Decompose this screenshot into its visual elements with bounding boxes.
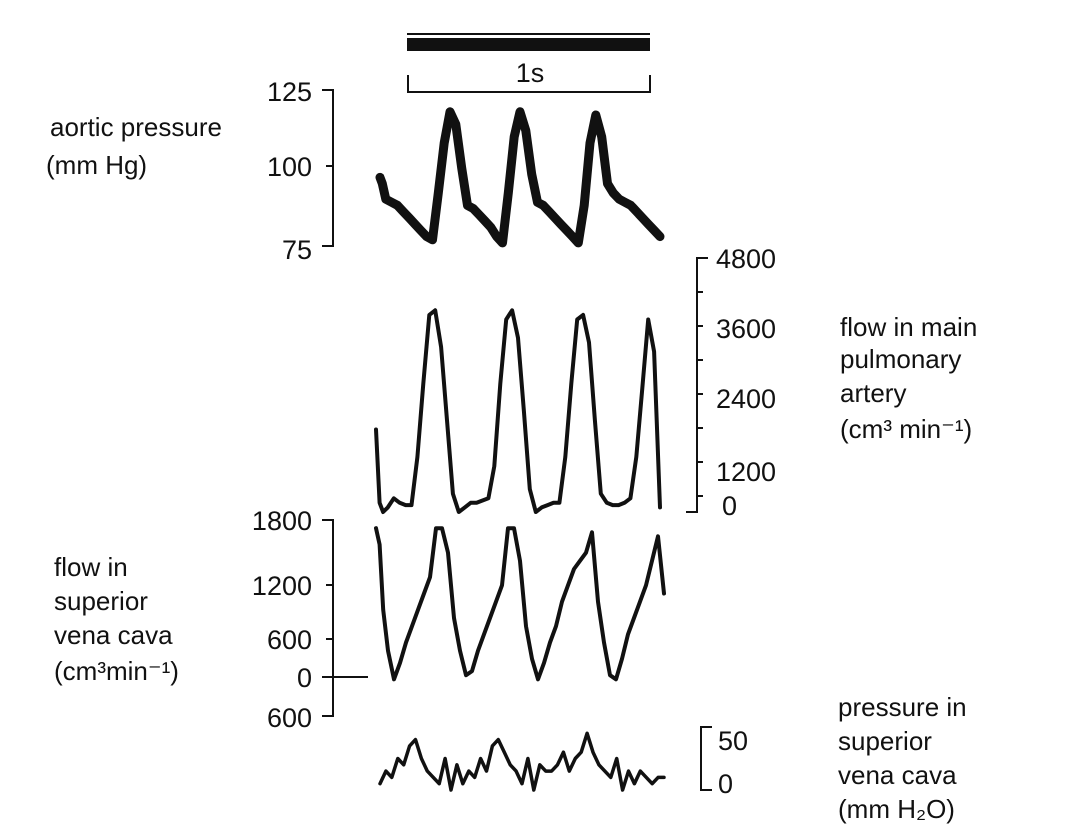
svc-flow-axis (322, 519, 368, 717)
pulmonary-flow-axis (686, 257, 708, 513)
svc-pressure-axis (700, 726, 712, 791)
pulmonary-y-tick-label: 0 (722, 491, 737, 521)
svc-flow-title-line: superior (54, 586, 148, 616)
time-scale-bracket (407, 75, 651, 93)
aortic-title-line: aortic pressure (50, 112, 222, 142)
aortic-pressure-trace (375, 107, 665, 248)
svc-pressure-title-line: vena cava (838, 760, 957, 790)
pulmonary-title-line: pulmonary (840, 344, 961, 374)
svc-flow-title-line: flow in (54, 552, 128, 582)
svc-pressure-title-line: superior (838, 726, 932, 756)
time-scale: 1s (407, 33, 651, 93)
svc-pressure-title-line: pressure in (838, 692, 967, 722)
pulmonary-flow-panel: 4800 3600 2400 1200 0 flow in main pulmo… (374, 244, 977, 521)
svc-flow-trace (374, 526, 666, 682)
pulmonary-flow-trace (374, 308, 662, 514)
svc-flow-y-tick-label: 600 (267, 703, 312, 733)
pulmonary-y-tick-label: 4800 (716, 244, 776, 274)
svc-pressure-title-line: (mm H₂O) (838, 794, 955, 824)
aortic-y-tick-label: 100 (267, 152, 312, 182)
svc-pressure-trace (378, 731, 666, 792)
svc-pressure-panel: 50 0 pressure in superior vena cava (mm … (378, 692, 967, 824)
svc-flow-panel: 1800 1200 600 0 600 flow in superior ven… (54, 506, 666, 733)
svc-pressure-y-tick-label: 50 (718, 726, 748, 756)
pulmonary-y-tick-label: 2400 (716, 384, 776, 414)
pulmonary-title-line: flow in main (840, 312, 977, 342)
aortic-pressure-panel: 125 100 75 aortic pressure (mm Hg) (46, 77, 665, 265)
svc-flow-y-tick-label: 0 (297, 663, 312, 693)
aortic-pressure-axis (322, 89, 334, 247)
svc-flow-title-line: vena cava (54, 620, 173, 650)
time-scale-bar (407, 38, 650, 51)
svc-flow-title-line: (cm³min⁻¹) (54, 656, 179, 686)
pulmonary-y-tick-label: 1200 (716, 457, 776, 487)
aortic-title-line: (mm Hg) (46, 150, 147, 180)
pulmonary-title-line: (cm³ min⁻¹) (840, 414, 972, 444)
svc-flow-y-tick-label: 1800 (252, 506, 312, 536)
pulmonary-title-line: artery (840, 378, 906, 408)
aortic-y-tick-label: 125 (267, 77, 312, 107)
time-scale-label: 1s (516, 58, 545, 88)
pulmonary-y-tick-label: 3600 (716, 314, 776, 344)
aortic-y-tick-label: 75 (282, 235, 312, 265)
svc-flow-y-tick-label: 600 (267, 625, 312, 655)
svc-flow-y-tick-label: 1200 (252, 571, 312, 601)
svc-pressure-y-tick-label: 0 (718, 769, 733, 799)
